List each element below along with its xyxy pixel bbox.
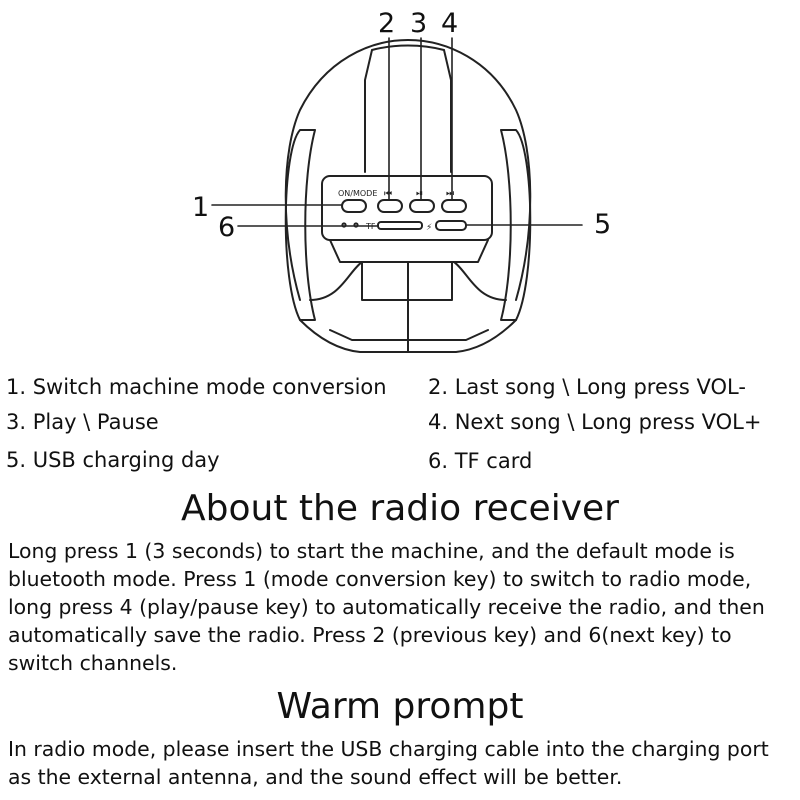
legend-item-2: 2. Last song \ Long press VOL- xyxy=(428,375,746,399)
helmet-crest xyxy=(364,49,452,173)
legend-item-6: 6. TF card xyxy=(428,449,533,473)
callout-3: 3 xyxy=(410,8,428,39)
prev-track-icon: ⏮ xyxy=(384,189,392,199)
callout-4: 4 xyxy=(441,8,459,39)
tf-slot-label: TF xyxy=(365,222,376,231)
next-key-shape xyxy=(441,199,467,213)
usb-port-shape xyxy=(435,220,467,231)
speaker-diagram: ON/MODE TF ⏮ ⏯ ⏭ ⚡ xyxy=(211,37,583,353)
callout-1: 1 xyxy=(192,192,210,223)
play-key-shape xyxy=(409,199,435,213)
radio-section-body: Long press 1 (3 seconds) to start the ma… xyxy=(8,539,765,675)
callout-2: 2 xyxy=(378,8,396,39)
right-side-pod xyxy=(500,129,532,321)
prev-key-shape xyxy=(377,199,403,213)
helmet-outline xyxy=(284,39,532,301)
charging-bolt-icon: ⚡ xyxy=(426,223,432,233)
legend-item-3: 3. Play \ Pause xyxy=(6,410,159,434)
left-side-pod xyxy=(284,129,316,321)
callout-6: 6 xyxy=(218,212,236,243)
play-pause-icon: ⏯ xyxy=(416,189,423,199)
prompt-section-body: In radio mode, please insert the USB cha… xyxy=(8,737,769,789)
callout-5: 5 xyxy=(594,209,612,240)
mode-key-shape xyxy=(341,199,367,213)
tf-slot-shape xyxy=(377,221,423,230)
control-panel xyxy=(321,175,493,241)
legend-item-5: 5. USB charging day xyxy=(6,448,220,472)
legend-item-1: 1. Switch machine mode conversion xyxy=(6,375,387,399)
next-track-icon: ⏭ xyxy=(446,189,454,199)
radio-section-title: About the radio receiver xyxy=(181,488,619,529)
mode-key-label: ON/MODE xyxy=(338,189,377,198)
prompt-section-title: Warm prompt xyxy=(276,686,524,727)
helmet-jaw xyxy=(329,239,489,263)
legend-item-4: 4. Next song \ Long press VOL+ xyxy=(428,410,762,434)
